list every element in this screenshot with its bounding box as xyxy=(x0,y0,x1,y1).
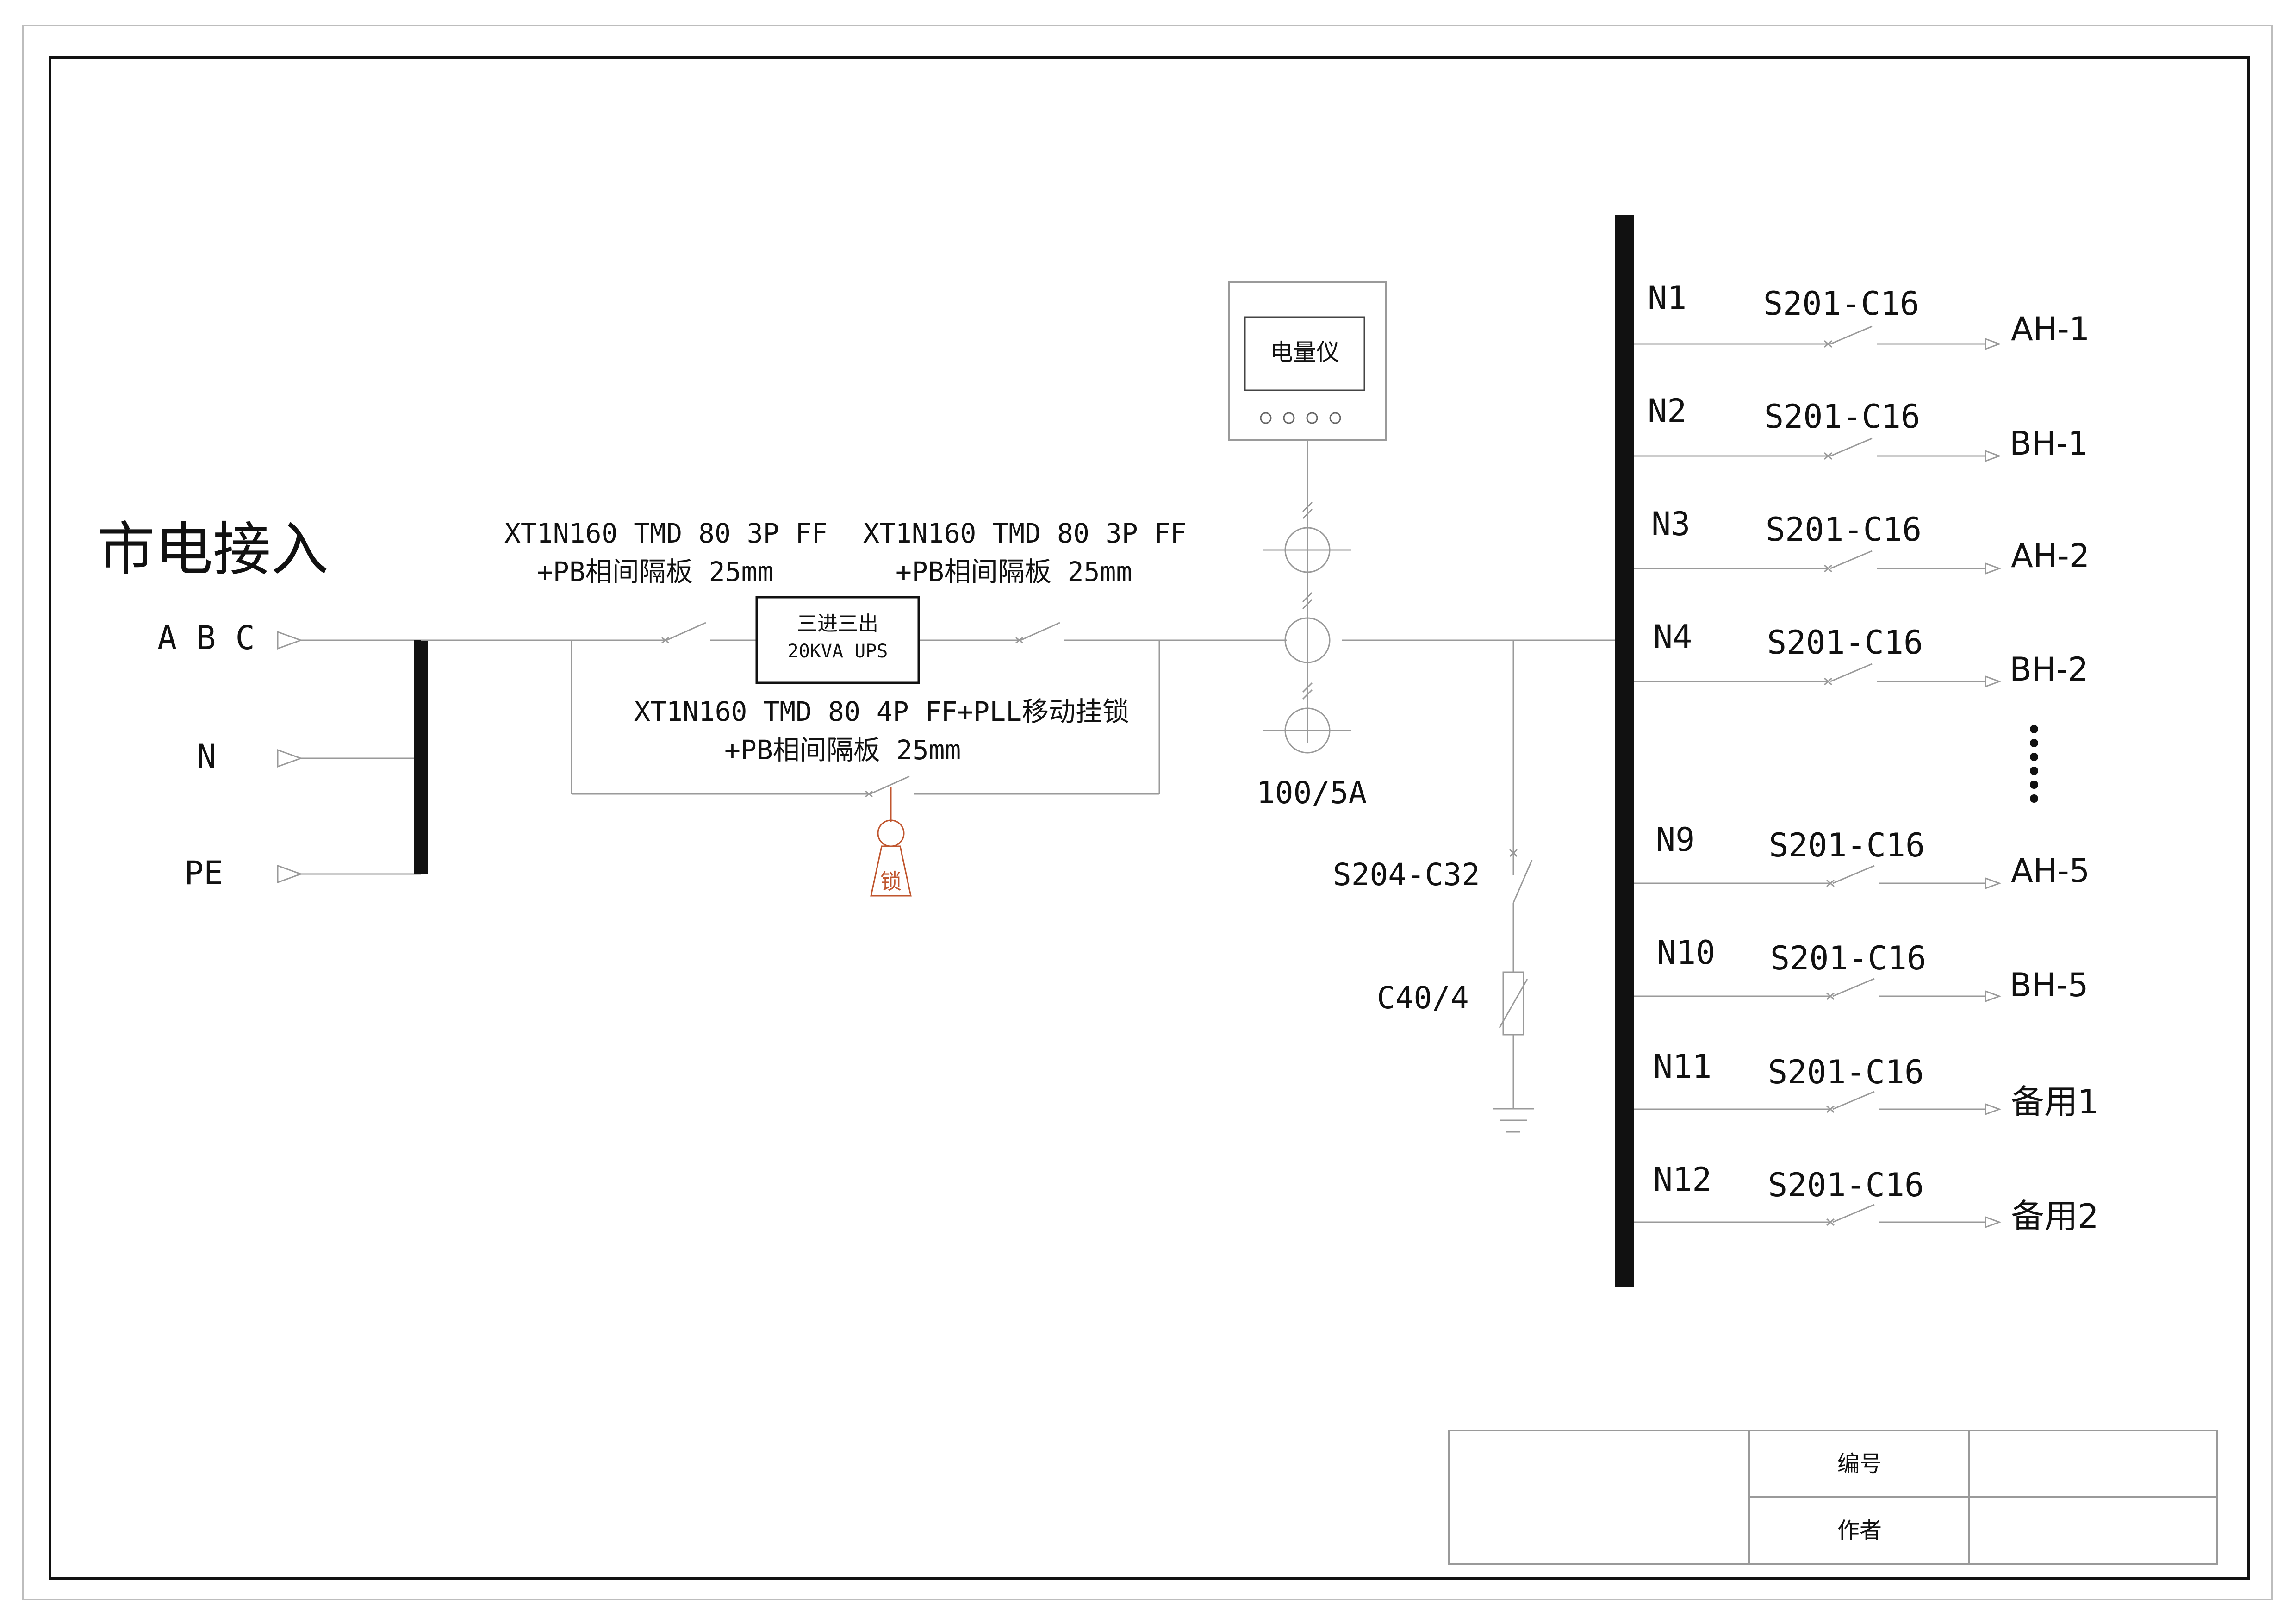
ups-box xyxy=(755,596,920,684)
distribution-busbar xyxy=(1615,215,1634,1287)
circuit-id: N11 xyxy=(1653,1048,1711,1086)
outgoing-circuit: N9 S201-C16 AH-5 xyxy=(1634,821,2090,890)
circuit-breaker: S201-C16 xyxy=(1768,1166,1924,1204)
circuit-load: AH-2 xyxy=(2011,537,2090,575)
outgoing-circuit: N10 S201-C16 BH-5 xyxy=(1634,934,2088,1004)
bypass-breaker-label: XT1N160 TMD 80 4P FF+PLL移动挂锁 xyxy=(634,696,1129,727)
input-busbar xyxy=(414,640,428,874)
input-abc-label: A B C xyxy=(157,619,255,657)
author-label: 作者 xyxy=(1837,1518,1882,1543)
circuit-breaker: S201-C16 xyxy=(1767,624,1923,662)
input-breaker-label-2: +PB相间隔板 25mm xyxy=(537,556,773,587)
ups-label-2: 20KVA UPS xyxy=(788,641,888,662)
circuit-breaker: S201-C16 xyxy=(1770,939,1926,977)
input-pe-label: PE xyxy=(184,854,223,892)
inner-frame xyxy=(49,56,2250,1580)
input-terminals xyxy=(277,631,421,884)
outgoing-circuit: N12 S201-C16 备用2 xyxy=(1634,1161,2099,1236)
outgoing-circuit: N1 S201-C16 AH-1 xyxy=(1634,279,2090,350)
circuit-id: N4 xyxy=(1653,618,1692,656)
circuit-id: N10 xyxy=(1657,934,1715,972)
circuit-id: N3 xyxy=(1651,505,1690,543)
outgoing-circuit: N4 S201-C16 BH-2 xyxy=(1634,618,2088,688)
lock-label: 锁 xyxy=(880,869,902,894)
outer-frame xyxy=(22,25,2273,1600)
circuit-load: AH-5 xyxy=(2011,852,2090,890)
circuit-load: 备用1 xyxy=(2011,1082,2099,1121)
circuit-load: BH-5 xyxy=(2010,966,2088,1004)
circuit-breaker: S201-C16 xyxy=(1768,1053,1924,1091)
bypass-breaker-label-2: +PB相间隔板 25mm xyxy=(724,734,961,766)
circuit-id: N9 xyxy=(1656,821,1695,859)
outgoing-circuit: N2 S201-C16 BH-1 xyxy=(1634,392,2088,462)
main-feeder xyxy=(421,622,1624,644)
title-block xyxy=(1448,1430,2218,1565)
circuit-id: N2 xyxy=(1648,392,1686,430)
output-breaker-label: XT1N160 TMD 80 3P FF xyxy=(863,518,1186,549)
ellipsis-dots xyxy=(2030,725,2038,803)
ups-label-1: 三进三出 xyxy=(797,612,878,636)
outgoing-circuits: N1 S201-C16 AH-1 N2 S201-C16 BH-1 N3 S20… xyxy=(1634,279,2099,1236)
circuit-load: BH-1 xyxy=(2010,425,2088,462)
surge-protector-branch xyxy=(1493,640,1534,1133)
circuit-id: N1 xyxy=(1648,279,1686,317)
outgoing-circuit: N3 S201-C16 AH-2 xyxy=(1634,505,2090,575)
ct-ratio-label: 100/5A xyxy=(1257,775,1367,811)
circuit-load: AH-1 xyxy=(2011,310,2090,348)
spd-breaker-label: S204-C32 xyxy=(1333,857,1480,893)
circuit-breaker: S201-C16 xyxy=(1766,511,1922,549)
power-meter xyxy=(1228,281,1387,743)
input-n-label: N xyxy=(197,737,216,775)
input-breaker-label: XT1N160 TMD 80 3P FF xyxy=(504,518,828,549)
outgoing-circuit: N11 S201-C16 备用1 xyxy=(1634,1048,2099,1121)
circuit-breaker: S201-C16 xyxy=(1769,826,1925,864)
output-breaker-label-2: +PB相间隔板 25mm xyxy=(896,556,1132,587)
circuit-breaker: S201-C16 xyxy=(1764,398,1920,436)
arrester-label: C40/4 xyxy=(1377,980,1469,1016)
meter-label: 电量仪 xyxy=(1270,339,1339,366)
circuit-breaker: S201-C16 xyxy=(1763,285,1919,323)
circuit-id: N12 xyxy=(1653,1161,1711,1199)
padlock-icon xyxy=(870,787,912,897)
page-title: 市电接入 xyxy=(97,516,329,583)
current-transformers xyxy=(1263,501,1351,754)
circuit-load: 备用2 xyxy=(2011,1197,2099,1236)
number-label: 编号 xyxy=(1837,1451,1882,1477)
bypass-line xyxy=(571,640,1160,798)
circuit-load: BH-2 xyxy=(2010,650,2088,688)
